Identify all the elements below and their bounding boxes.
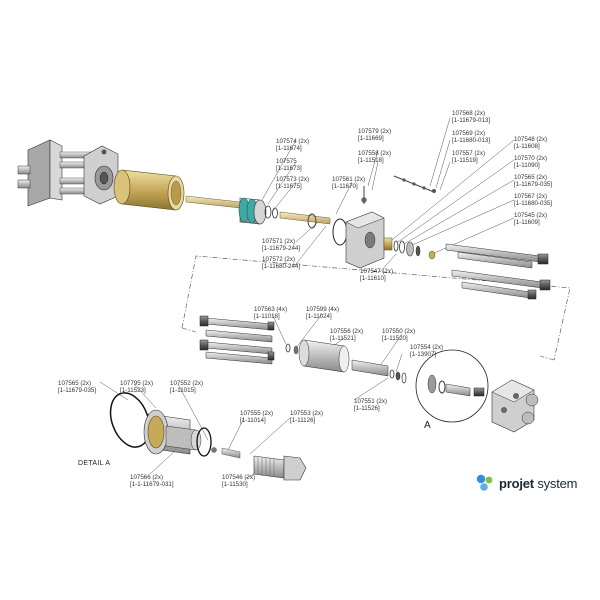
callout-107569: 107569 (2x)[1-11680-013]: [452, 130, 491, 144]
detail-a-assembly: [109, 392, 241, 459]
tie-rods-middle: [199, 315, 299, 365]
callout-107545: 107545 (2x)[1-11609]: [514, 212, 548, 226]
callout-107555: 107555 (2x)[1-11014]: [240, 410, 274, 424]
brand-name: projet system: [499, 475, 578, 491]
callout-107565: 107565 (2x)[1-11679-035]: [514, 174, 553, 188]
callout-107565-detail: 107565 (2x)[1-11679-035]: [58, 380, 97, 394]
detail-circle-a: [415, 349, 489, 423]
callout-107553: 107553 (2x)[1-11126]: [290, 410, 324, 424]
callout-107571: 107571 (2x)[1-11679-244]: [262, 238, 301, 252]
fitting-bottom: [253, 455, 307, 481]
tie-rods-upper: [445, 243, 551, 300]
callout-107550: 107550 (2x)[1-11520]: [382, 328, 416, 342]
callout-107599: 107599 (4x)[1-11024]: [306, 306, 340, 320]
callout-107547: 107547 (2x)[1-11610]: [360, 268, 394, 282]
fitting-column-right: [383, 237, 436, 260]
dashed-assembly-bracket: [181, 255, 571, 361]
piston-with-seals: [238, 197, 278, 225]
valve-fitting-stack: [393, 175, 436, 193]
callout-107556: 107556 (2x)[1-11521]: [330, 328, 364, 342]
callout-107566: 107566 (2x)[1-1-11679-031]: [130, 474, 174, 488]
bronze-barrel: [113, 169, 185, 211]
projet-logo-icon: [476, 474, 493, 491]
detail-a-letter: A: [424, 420, 431, 431]
end-cap-block-right: [491, 379, 539, 433]
piston-rod: [185, 195, 241, 209]
callout-107561: 107561 (2x)[1-11670]: [332, 176, 366, 190]
inner-rod-and-orings: [279, 211, 348, 246]
callout-107795: 107795 (2x)[1-11523]: [120, 380, 154, 394]
callout-107572: 107572 (2x)[1-11680-244]: [262, 256, 301, 270]
callout-107557: 107557 (2x)[1-11519]: [452, 150, 486, 164]
brand-logo: projet system: [474, 472, 578, 494]
middle-barrel: [298, 339, 407, 384]
callout-107568: 107568 (2x)[1-11679-013]: [452, 110, 491, 124]
callout-107573: 107573 (2x)[1-11675]: [276, 176, 310, 190]
callout-107546: 107546 (2x)[1-11530]: [222, 474, 256, 488]
callout-107567: 107567 (2x)[1-11680-035]: [514, 193, 553, 207]
leader-lines: [99, 117, 515, 479]
callout-107558: 107558 (2x)[1-11518]: [358, 150, 392, 164]
callout-107570: 107570 (2x)[1-11090]: [514, 155, 548, 169]
detail-a-label: DETAIL A: [78, 460, 111, 467]
callout-107548: 107548 (2x)[1-11608]: [514, 136, 548, 150]
callout-107554: 107554 (2x)[1-13907]: [410, 344, 444, 358]
callout-107552: 107552 (2x)[1-11015]: [170, 380, 204, 394]
end-block: [345, 186, 385, 269]
callout-107575: 107575[1-11673]: [276, 158, 302, 172]
callout-107579: 107579 (2x)[1-11669]: [358, 128, 392, 142]
callout-107574: 107574 (2x)[1-11674]: [276, 138, 310, 152]
callout-107563: 107563 (4x)[1-11018]: [254, 306, 288, 320]
callout-107551: 107551 (2x)[1-11526]: [354, 398, 388, 412]
cylinder-end-assembly: [17, 139, 119, 207]
